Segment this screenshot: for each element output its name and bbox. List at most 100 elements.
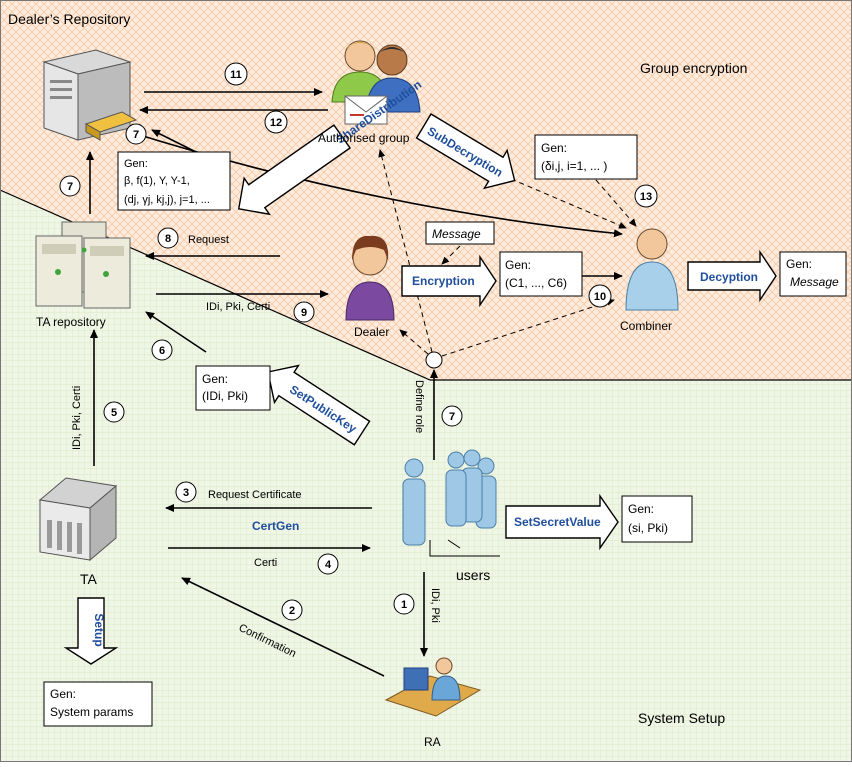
setup-block-arrow: Setup xyxy=(63,597,119,665)
encryption-gen-box: Gen: (C1, ..., C6) xyxy=(499,251,583,297)
step-1: 1 xyxy=(393,593,415,615)
step-3: 3 xyxy=(175,481,197,503)
define-role-label: Define role xyxy=(413,380,425,433)
subdecryption-gen-line1: Gen: xyxy=(541,141,567,155)
decryption-block-arrow: Decyption xyxy=(687,249,777,303)
sharedist-gen-line2: β, f(1), Y, Y-1, xyxy=(124,175,190,187)
message-box: Message xyxy=(425,221,495,245)
svg-text:11: 11 xyxy=(230,69,242,81)
dealer-label: Dealer xyxy=(354,325,389,339)
system-setup-label: System Setup xyxy=(638,710,725,726)
svg-text:1: 1 xyxy=(401,599,407,611)
authorised-group-icon xyxy=(331,40,421,125)
setsecret-gen-box: Gen: (si, Pki) xyxy=(621,495,693,543)
ta-building-icon xyxy=(38,477,118,562)
dashed-to-group xyxy=(378,149,433,353)
svg-text:7: 7 xyxy=(67,181,73,193)
message-box-text: Message xyxy=(432,227,481,241)
svg-text:12: 12 xyxy=(270,117,282,129)
arrow-7-top xyxy=(151,129,197,153)
setsecret-gen-line2: (si, Pki) xyxy=(628,521,668,535)
id-pk-1-label: IDi, Pki xyxy=(429,588,441,623)
step-10: 10 xyxy=(588,284,612,308)
id-pk-cert-5-label: IDi, Pki, Certi xyxy=(71,386,83,450)
svg-text:9: 9 xyxy=(301,307,307,319)
region-divider xyxy=(0,189,852,381)
step-6: 6 xyxy=(151,339,173,361)
svg-text:2: 2 xyxy=(289,605,295,617)
server-icon xyxy=(42,49,138,141)
svg-text:10: 10 xyxy=(594,291,606,303)
combiner-label: Combiner xyxy=(620,319,672,333)
encryption-gen-line1: Gen: xyxy=(505,258,531,272)
svg-text:6: 6 xyxy=(159,345,165,357)
users-bracket-tick xyxy=(447,539,461,549)
setsecretvalue-label: SetSecretValue xyxy=(514,515,601,529)
svg-text:5: 5 xyxy=(111,407,117,419)
encryption-gen-line2: (C1, ..., C6) xyxy=(505,276,567,290)
sharedist-gen-line1: Gen: xyxy=(124,158,148,170)
setup-label: Setup xyxy=(92,613,106,646)
step-4: 4 xyxy=(317,553,339,575)
encryption-label: Encryption xyxy=(412,274,475,288)
sharedist-gen-line3: (dj, γj, kj,j), j=1, ... xyxy=(124,194,210,206)
setsecretvalue-block-arrow: SetSecretValue xyxy=(505,493,619,551)
step-8: 8 xyxy=(157,227,179,249)
encryption-block-arrow: Encryption xyxy=(401,254,497,308)
step-7-top: 7 xyxy=(125,123,147,145)
role-junction xyxy=(425,351,443,369)
dashed-to-dealer xyxy=(399,329,429,355)
cert-label: Certi xyxy=(254,557,277,569)
id-pk-cert-label: IDi, Pki, Certi xyxy=(206,301,270,313)
setup-gen-box: Gen: System params xyxy=(43,681,153,727)
step-13: 13 xyxy=(634,184,658,208)
svg-text:7: 7 xyxy=(133,129,139,141)
ta-repository-icon xyxy=(35,221,131,309)
dealer-icon xyxy=(345,235,395,321)
users-icon xyxy=(402,449,497,546)
step-7-role: 7 xyxy=(441,405,463,427)
decryption-gen-line2: Message xyxy=(790,275,839,289)
users-label: users xyxy=(456,567,490,583)
group-encryption-label: Group encryption xyxy=(640,60,747,76)
request-label: Request xyxy=(188,234,229,246)
decryption-gen-line1: Gen: xyxy=(786,257,812,271)
ra-icon xyxy=(384,657,482,717)
step-12: 12 xyxy=(264,110,288,134)
step-9: 9 xyxy=(293,301,315,323)
authorised-group-label: Authorised group xyxy=(318,131,410,145)
combiner-icon xyxy=(625,228,679,311)
arrow-2 xyxy=(181,577,385,677)
setpublickey-gen-line1: Gen: xyxy=(202,372,228,386)
subdecryption-gen-box: Gen: (δi,j, i=1, ... ) xyxy=(534,134,638,180)
step-5: 5 xyxy=(103,401,125,423)
step-2: 2 xyxy=(281,599,303,621)
ta-label: TA xyxy=(80,571,98,587)
ta-repository-label: TA repository xyxy=(36,315,106,329)
subdecryption-gen-line2: (δi,j, i=1, ... ) xyxy=(541,159,607,173)
dealer-repository-label: Dealer’s Repository xyxy=(8,11,130,27)
svg-text:13: 13 xyxy=(640,191,652,203)
setsecret-gen-line1: Gen: xyxy=(628,502,654,516)
dashed-to-combiner xyxy=(441,298,615,357)
setpublickey-gen-box: Gen: (IDi, Pki) xyxy=(195,365,271,411)
svg-text:8: 8 xyxy=(165,233,171,245)
sharedist-gen-box: Gen: β, f(1), Y, Y-1, (dj, γj, kj,j), j=… xyxy=(117,151,231,211)
svg-text:3: 3 xyxy=(183,487,189,499)
decryption-gen-box: Gen: Message xyxy=(779,251,847,297)
step-7-left: 7 xyxy=(59,175,81,197)
certgen-label: CertGen xyxy=(252,519,299,533)
setpublickey-gen-line2: (IDi, Pki) xyxy=(202,389,248,403)
dashed-message-to-encryption xyxy=(441,245,461,265)
svg-text:7: 7 xyxy=(449,411,455,423)
arrow-6 xyxy=(145,311,207,353)
setup-gen-line2: System params xyxy=(50,705,133,719)
svg-text:4: 4 xyxy=(325,559,332,571)
decryption-label: Decyption xyxy=(700,270,758,284)
setup-gen-line1: Gen: xyxy=(50,687,76,701)
request-certificate-label: Request Certificate xyxy=(208,489,302,501)
ra-label: RA xyxy=(424,735,441,749)
step-11: 11 xyxy=(224,62,248,86)
